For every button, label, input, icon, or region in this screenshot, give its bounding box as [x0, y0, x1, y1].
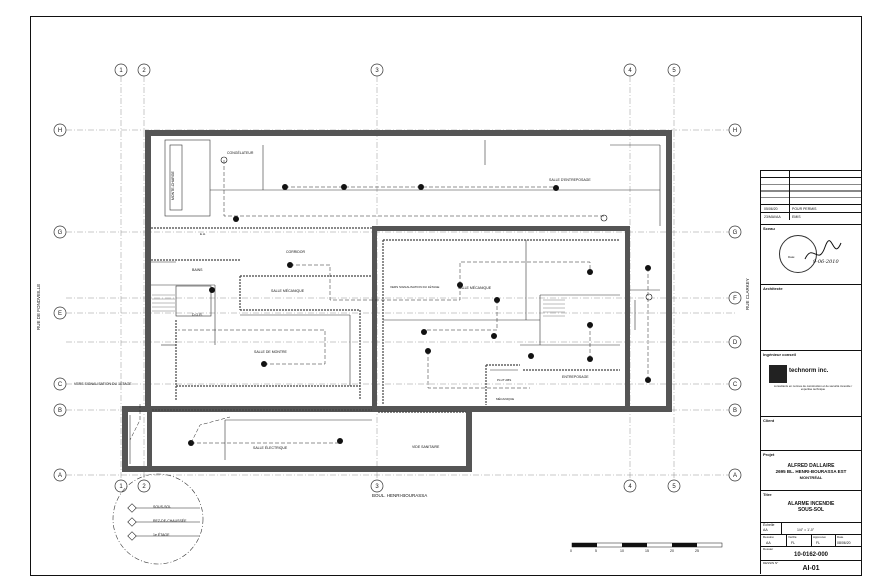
grid-label-2: 2 — [142, 68, 146, 74]
legend-1er-etage: 1e ÉTAGE — [153, 533, 170, 537]
grid-bubble-5-bottom — [667, 479, 681, 493]
revision-table — [761, 170, 861, 204]
grid-bubble-2-bottom — [137, 479, 151, 493]
grid-bubble-4-bottom — [623, 479, 637, 493]
wiring — [129, 160, 649, 444]
engineer-seal — [779, 235, 817, 273]
grid-bubble-3 — [370, 63, 384, 77]
room-vide-sanitaire: VIDE SANITAIRE — [412, 445, 440, 449]
room-dgr: D.G.R. — [192, 313, 203, 317]
room-corridor: CORRIDOR — [286, 250, 306, 254]
grid-label-1: 1 — [119, 68, 123, 74]
legend-sous-sol: SOUS-SOL — [153, 505, 172, 509]
grid-label-1-bottom: 1 — [119, 484, 123, 490]
engineer-cell: Ingénieur conseil technorm inc. consulta… — [761, 350, 861, 416]
grid-bubble-5 — [667, 63, 681, 77]
note-vers-etage-2: VERS SIGNALISATION DU 1ÉTAGE — [74, 382, 132, 386]
grid-label-3-bottom: 3 — [375, 484, 379, 490]
grid-label-4-bottom: 4 — [628, 484, 632, 490]
grid-label-4: 4 — [628, 68, 632, 74]
room-salle-de-montre: SALLE DE MONTRE — [254, 350, 287, 354]
street-bottom: BOUL. HENRI-BOURASSA — [372, 493, 428, 498]
seal-cell: Sceau Date: 9-06-2010 — [761, 224, 861, 284]
grid-bubble-2 — [137, 63, 151, 77]
street-right: RUE CLARKEY — [745, 278, 750, 310]
room-salle-mecanique-1: SALLE MÉCANIQUE — [271, 289, 305, 293]
svg-text:H: H — [733, 128, 737, 134]
sign-row: Dessiné AA Vérifié FL Approuvé FL Date 0… — [761, 534, 861, 546]
room-salle-electrique: SALLE ÉLECTRIQUE — [253, 446, 288, 450]
svg-text:C: C — [733, 382, 738, 388]
grid-label-5: 5 — [672, 68, 676, 74]
legend-rdc: REZ-DE-CHAUSSÉE — [153, 519, 187, 523]
grid-row-a: A — [58, 473, 62, 479]
scale-row: Échelle AA 1/4" = 1'-0" — [761, 522, 861, 534]
company-logo — [769, 365, 787, 383]
grid-row-g: G — [58, 230, 63, 236]
stairs — [152, 294, 565, 317]
grid-label-3: 3 — [375, 68, 379, 74]
scale-bar — [571, 542, 723, 548]
room-entreposage-top: SALLE D'ENTREPOSAGE — [549, 178, 591, 182]
svg-text:G: G — [733, 230, 738, 236]
title-block: 05/06/20 POUR PERMIS 23/MAI/AA EMIS Scea… — [760, 170, 861, 574]
grid-bubble-3-bottom — [370, 479, 384, 493]
grid-row-c: C — [58, 382, 63, 388]
room-monte-charge: MONTE-CHARGE — [171, 171, 175, 200]
room-entreposage: ENTREPOSAGE — [562, 375, 589, 379]
grid-row-f: F — [733, 296, 737, 302]
grid-label-5-bottom: 5 — [672, 484, 676, 490]
exterior-walls — [122, 130, 672, 472]
room-mecanique: MÉCANIQUE — [496, 397, 515, 401]
legend-circle — [112, 473, 204, 565]
revision-row-2: 23/MAI/AA EMIS — [761, 212, 861, 220]
label-eh: E.H. — [200, 232, 206, 236]
revision-row-1: 05/06/20 POUR PERMIS — [761, 204, 861, 212]
grid-lines — [66, 76, 735, 480]
grid-bubble-4 — [623, 63, 637, 77]
grid-label-2-bottom: 2 — [142, 484, 146, 490]
room-congelateur: CONGÉLATEUR — [227, 151, 254, 155]
dossier-row: Dossier 10-0162-000 — [761, 546, 861, 560]
architect-cell: Architecte — [761, 284, 861, 350]
svg-text:A: A — [733, 473, 737, 479]
grid-row-h: H — [58, 128, 62, 134]
room-salle-mecanique-2: SALLE MÉCANIQUE — [458, 286, 492, 290]
partition-lines — [129, 139, 661, 464]
grid-row-d: D — [733, 340, 738, 346]
sheet-border — [30, 16, 862, 576]
room-bains: BAINS — [192, 268, 203, 272]
drawing-number-row: DESSIN N° AI-01 — [761, 560, 861, 574]
street-left: RUE DE FONDVEILLE — [36, 283, 41, 330]
room-plut: PLUT ABS — [497, 378, 512, 382]
grid-row-e: E — [58, 311, 62, 317]
note-vers-etage-1: VERS SIGNALISATION DU 1ÉTAGE — [390, 285, 440, 289]
grid-row-b: B — [58, 408, 62, 414]
client-cell: Client — [761, 416, 861, 450]
grid-bubble-1 — [114, 63, 128, 77]
project-cell: Projet ALFRED DALLAIRE 2695 BL. HENRI-BO… — [761, 450, 861, 490]
title-cell: Titre ALARME INCENDIE SOUS-SOL — [761, 490, 861, 522]
svg-text:B: B — [733, 408, 737, 414]
signature — [804, 240, 842, 260]
interior-walls — [151, 227, 620, 413]
